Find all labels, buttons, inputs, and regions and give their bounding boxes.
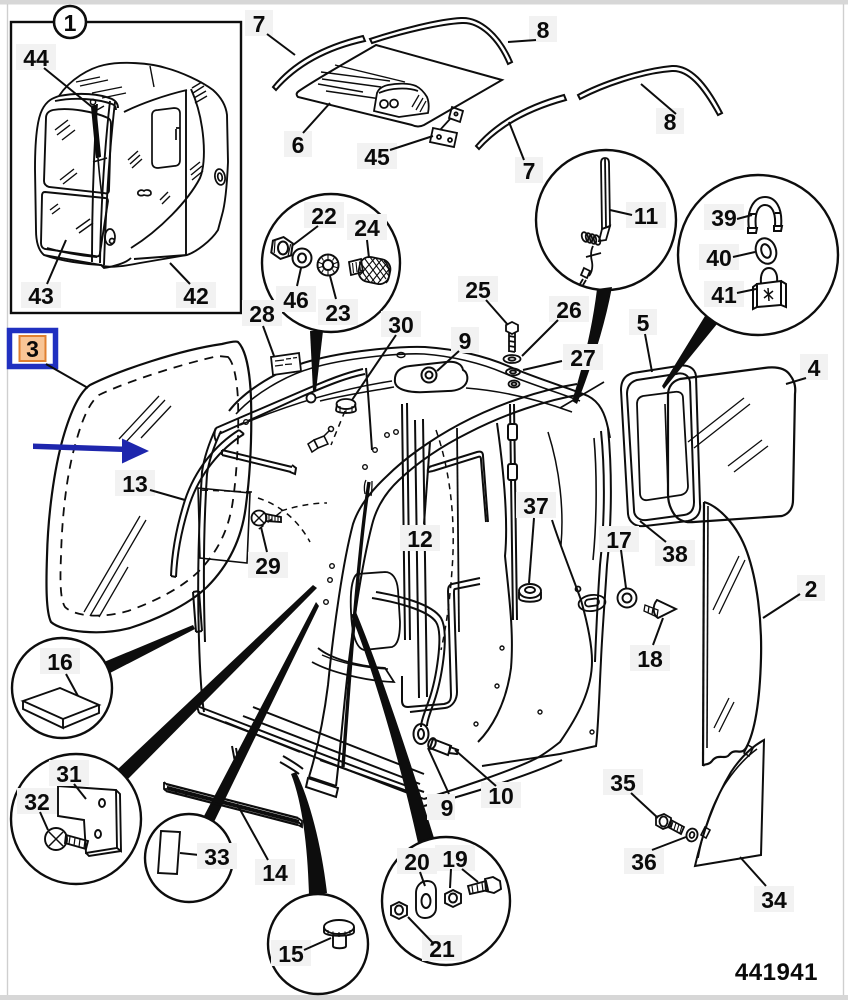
svg-text:11: 11	[634, 203, 659, 229]
svg-text:36: 36	[631, 849, 657, 875]
svg-text:18: 18	[637, 646, 663, 672]
svg-text:43: 43	[28, 283, 54, 309]
svg-text:35: 35	[610, 770, 636, 796]
svg-text:3: 3	[26, 336, 39, 362]
svg-text:45: 45	[364, 144, 390, 170]
svg-text:46: 46	[283, 287, 309, 313]
svg-text:20: 20	[404, 849, 430, 875]
svg-text:8: 8	[664, 109, 677, 135]
svg-text:2: 2	[805, 576, 818, 602]
svg-text:9: 9	[441, 795, 454, 821]
svg-text:6: 6	[292, 132, 305, 158]
svg-text:30: 30	[388, 312, 414, 338]
svg-text:13: 13	[122, 471, 148, 497]
svg-text:42: 42	[183, 283, 209, 309]
svg-text:22: 22	[311, 203, 337, 229]
svg-text:40: 40	[706, 245, 732, 271]
svg-text:38: 38	[662, 541, 688, 567]
svg-text:33: 33	[204, 844, 230, 870]
svg-text:441941: 441941	[735, 959, 818, 986]
svg-text:41: 41	[711, 282, 737, 308]
svg-text:1: 1	[64, 10, 77, 36]
svg-text:7: 7	[523, 158, 536, 184]
svg-text:27: 27	[570, 345, 596, 371]
svg-text:16: 16	[47, 649, 73, 675]
svg-text:12: 12	[407, 526, 433, 552]
svg-text:31: 31	[56, 761, 82, 787]
svg-text:23: 23	[325, 300, 351, 326]
svg-text:4: 4	[808, 355, 821, 381]
svg-text:21: 21	[429, 936, 455, 962]
svg-text:44: 44	[23, 45, 49, 71]
svg-text:37: 37	[523, 493, 549, 519]
svg-text:28: 28	[249, 301, 275, 327]
svg-text:9: 9	[459, 328, 472, 354]
svg-text:24: 24	[354, 215, 380, 241]
svg-text:5: 5	[637, 310, 650, 336]
svg-text:39: 39	[711, 205, 737, 231]
svg-text:17: 17	[606, 527, 632, 553]
svg-text:10: 10	[488, 783, 514, 809]
svg-text:15: 15	[278, 941, 304, 967]
svg-text:19: 19	[442, 846, 468, 872]
svg-text:7: 7	[253, 11, 266, 37]
svg-text:26: 26	[556, 297, 582, 323]
svg-text:14: 14	[262, 860, 288, 886]
svg-text:32: 32	[24, 789, 50, 815]
svg-text:25: 25	[465, 277, 491, 303]
svg-text:34: 34	[761, 887, 787, 913]
svg-text:8: 8	[537, 17, 550, 43]
svg-text:29: 29	[255, 553, 281, 579]
